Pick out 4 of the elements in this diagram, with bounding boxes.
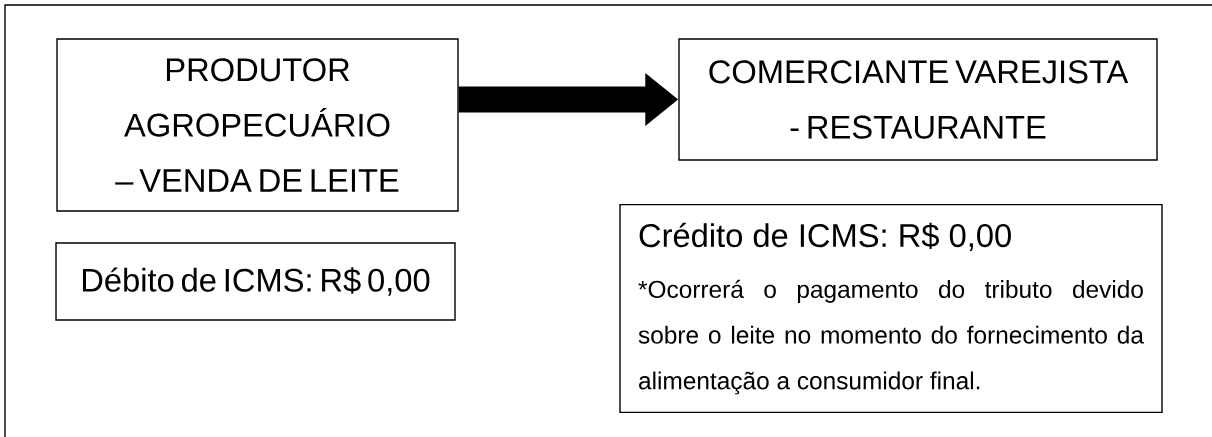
text-box: PRODUTOR AGROPECUÁRIO – VENDA DE LEITE — [56, 38, 459, 212]
text-box: COMERCIANTE VAREJISTA - RESTAURANTE — [678, 38, 1158, 161]
text-box: Crédito de ICMS: R$ 0,00 *Ocorrerá o pagamento do tributo devido sobre o leite no momento do fornecimento da alimentação a consumidor final. — [619, 203, 1163, 414]
text-box: Débito de ICMS: R$ 0,00 — [55, 242, 456, 321]
